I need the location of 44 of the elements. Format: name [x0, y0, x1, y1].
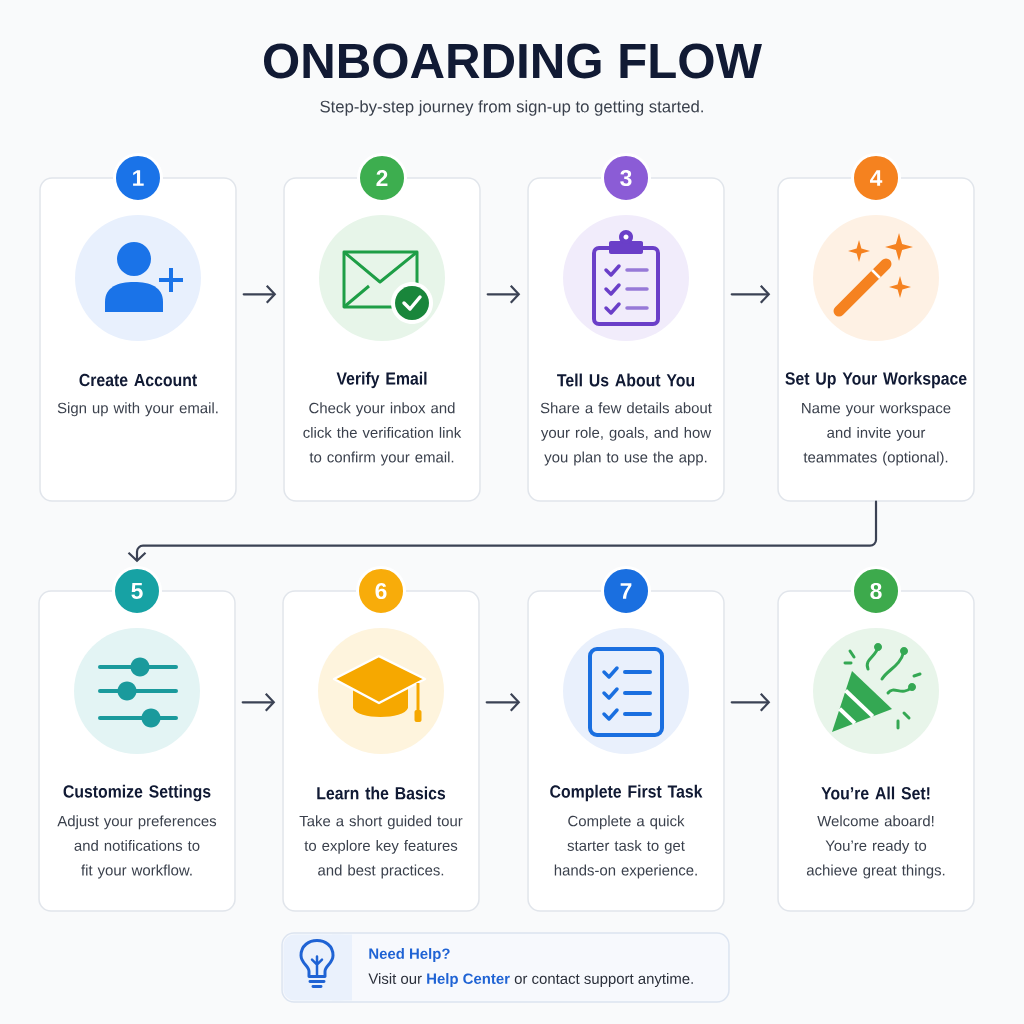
arrow	[485, 693, 521, 712]
step-card	[527, 566, 725, 912]
step-title: Complete First Task	[550, 784, 703, 802]
step-title: Learn the Basics	[317, 786, 446, 800]
step-card	[283, 153, 481, 502]
step-description: Share a few details about your role, goals, and how you plan to use the app.	[540, 402, 712, 466]
step-card	[38, 566, 236, 912]
step-title: Create Account	[79, 373, 197, 387]
step-card	[282, 566, 480, 912]
number-badge: 3	[601, 153, 651, 203]
step-description: Check your inbox and click the verification link to confirm your email.	[303, 402, 462, 466]
step-title: Customize Settings	[63, 784, 211, 802]
step-description: Name your workspace and invite your teammates (optional).	[802, 402, 951, 466]
help-text: Visit our Help Center or contact support anytime.	[368, 973, 693, 987]
arrow	[730, 285, 771, 304]
arrow	[127, 500, 878, 563]
step-description: Welcome aboard! You’re ready to achieve great things.	[806, 815, 945, 879]
subtitle: Step-by-step journey from sign-up to getting started.	[320, 100, 703, 116]
step-card	[39, 153, 237, 502]
help-box	[281, 932, 730, 1003]
arrow	[730, 693, 771, 712]
step-description: Complete a quick starter task to get hands-on experience.	[554, 815, 697, 879]
step-title: Verify Email	[336, 371, 427, 389]
arrow	[242, 285, 277, 304]
step-card	[777, 153, 975, 502]
arrow	[486, 285, 521, 304]
number-badge: 4	[851, 153, 901, 203]
number-badge: 8	[851, 566, 901, 616]
step-title: Tell Us About You	[557, 373, 695, 387]
number-badge: 2	[357, 153, 407, 203]
step-description: Take a short guided tour to explore key features and best practices.	[299, 815, 463, 879]
step-title: Set Up Your Workspace	[785, 371, 967, 389]
number-badge: 6	[356, 566, 406, 616]
help-title: Need Help?	[369, 948, 450, 962]
step-title: You’re All Set!	[821, 786, 930, 800]
number-badge: 7	[601, 566, 651, 616]
title: ONBOARDING FLOW	[263, 43, 762, 79]
arrow	[241, 693, 276, 712]
step-card	[527, 153, 725, 502]
step-description: Adjust your preferences and notifications to fit your workflow.	[57, 815, 217, 879]
step-description: Sign up with your email.	[57, 402, 218, 417]
number-badge: 1	[113, 153, 163, 203]
number-badge: 5	[112, 566, 162, 616]
step-card	[777, 566, 975, 912]
